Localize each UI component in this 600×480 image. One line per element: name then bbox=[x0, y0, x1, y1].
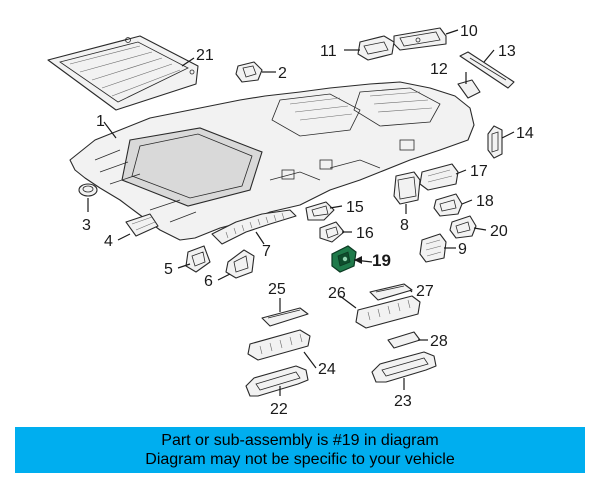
part-17-module bbox=[419, 163, 459, 191]
callout-27: 27 bbox=[416, 283, 434, 300]
callout-25: 25 bbox=[268, 281, 286, 298]
part-27-cover bbox=[369, 283, 413, 301]
part-24-handle-base bbox=[247, 329, 311, 361]
callout-numbers: 1 2 3 4 5 6 7 8 9 10 11 12 13 14 15 16 1… bbox=[82, 23, 534, 418]
banner-line-1: Part or sub-assembly is #19 in diagram bbox=[161, 432, 439, 449]
callout-3: 3 bbox=[82, 217, 91, 234]
callout-23: 23 bbox=[394, 393, 412, 410]
callout-17: 17 bbox=[470, 163, 488, 180]
callout-13: 13 bbox=[498, 43, 516, 60]
callout-15: 15 bbox=[346, 199, 364, 216]
part-21-sunshade-panel bbox=[47, 35, 199, 111]
callout-9: 9 bbox=[458, 241, 467, 258]
callout-5: 5 bbox=[164, 261, 173, 278]
part-8-lamp bbox=[393, 171, 421, 205]
callout-12: 12 bbox=[430, 61, 448, 78]
part-9-switch bbox=[419, 233, 447, 263]
part-7-rail bbox=[211, 209, 297, 245]
part-10-bar bbox=[393, 27, 447, 51]
leader-lines bbox=[87, 29, 515, 396]
part-16-button bbox=[319, 221, 345, 243]
callout-14: 14 bbox=[516, 125, 534, 142]
part-5-bracket bbox=[185, 245, 211, 273]
callout-24: 24 bbox=[318, 361, 336, 378]
part-6-holder bbox=[225, 249, 255, 279]
part-20-holder bbox=[449, 215, 477, 239]
part-15-hook bbox=[305, 201, 335, 221]
part-28-bracket bbox=[387, 331, 421, 349]
callout-11: 11 bbox=[320, 43, 337, 60]
callout-4: 4 bbox=[104, 233, 113, 250]
part-1-headliner bbox=[69, 81, 475, 241]
callout-19: 19 bbox=[372, 251, 391, 270]
parts-diagram: 1 2 3 4 5 6 7 8 9 10 11 12 13 14 15 16 1… bbox=[47, 23, 534, 418]
part-25-cover bbox=[261, 307, 309, 327]
banner-line-2: Diagram may not be specific to your vehi… bbox=[145, 451, 455, 468]
callout-16: 16 bbox=[356, 225, 374, 242]
part-4-pad bbox=[125, 213, 159, 237]
callout-28: 28 bbox=[430, 333, 448, 350]
callout-1: 1 bbox=[96, 113, 105, 130]
part-14-bracket bbox=[487, 125, 503, 159]
callout-8: 8 bbox=[400, 217, 409, 234]
part-2-clip bbox=[235, 61, 263, 83]
callout-21: 21 bbox=[196, 47, 214, 64]
callout-20: 20 bbox=[490, 223, 508, 240]
part-12-cover bbox=[457, 79, 481, 99]
part-19-highlighted-clip bbox=[331, 245, 357, 273]
part-18-housing bbox=[433, 193, 463, 217]
callout-18: 18 bbox=[476, 193, 494, 210]
part-3-cap bbox=[78, 183, 98, 197]
info-banner: Part or sub-assembly is #19 in diagram D… bbox=[15, 427, 585, 473]
part-11-bracket bbox=[357, 35, 395, 61]
part-22-grab-handle bbox=[245, 365, 309, 397]
callout-26: 26 bbox=[328, 285, 346, 302]
part-26-handle-base bbox=[355, 295, 421, 329]
callout-10: 10 bbox=[460, 23, 478, 40]
callout-2: 2 bbox=[278, 65, 287, 82]
callout-7: 7 bbox=[262, 243, 271, 260]
callout-22: 22 bbox=[270, 401, 288, 418]
part-13-rail bbox=[459, 51, 515, 89]
part-23-grab-handle bbox=[371, 351, 437, 383]
callout-19-arrowhead bbox=[354, 256, 362, 264]
callout-6: 6 bbox=[204, 273, 213, 290]
